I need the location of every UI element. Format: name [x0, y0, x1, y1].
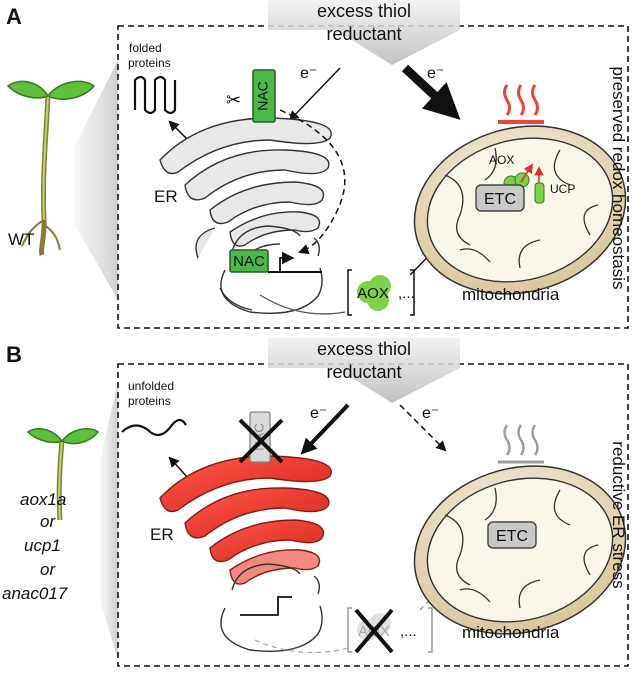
nac-top-label: NAC [255, 81, 271, 111]
er-label: ER [154, 187, 178, 206]
svg-text:aox1a: aox1a [20, 490, 66, 509]
etc-box-a [475, 184, 525, 212]
electron-right-label: e⁻ [427, 65, 444, 82]
electron-right-label-b: e⁻ [422, 405, 439, 422]
aox-label: AOX [357, 285, 389, 302]
nac-nuclear-box [229, 249, 269, 273]
electron-left-label-b: e⁻ [310, 405, 327, 422]
mito-label-b: mitochondria [462, 623, 560, 642]
etc-label-a: ETC [484, 191, 516, 208]
panel-b: B aox1a or ucp1 or anac017 excess thiol … [2, 338, 629, 667]
aox-connector [259, 294, 346, 315]
electron-left-label: e⁻ [300, 65, 317, 82]
gene-promoter-icon-b [240, 596, 292, 616]
panel-b-genotype: aox1a or ucp1 or anac017 [2, 490, 68, 603]
nac-bottom-label: NAC [233, 253, 265, 270]
wt-seedling-icon [6, 80, 96, 256]
aox-ellipsis-b: ,... [400, 623, 417, 640]
gene-promoter-icon [268, 258, 300, 273]
etc-box-b [487, 521, 537, 549]
er-grey [159, 117, 332, 259]
aox-small-label: AOX [489, 153, 514, 167]
nac-crossed-icon: NAC [238, 411, 284, 464]
folded-protein-icon [133, 75, 177, 115]
source-line-2-b: reductant [326, 362, 401, 382]
mito-label-a: mitochondria [462, 285, 560, 304]
mitochondrion-b [413, 465, 627, 635]
panel-a: A WT excess thiol reductant e⁻ e⁻ folded… [6, 0, 629, 329]
er-label-b: ER [150, 525, 174, 544]
panel-b-letter: B [6, 342, 22, 367]
aox-ellipsis: ,... [398, 285, 415, 302]
protein-label-2-b: proteins [128, 394, 171, 408]
electron-arrow-left-b [300, 403, 350, 455]
heat-icon [498, 84, 544, 124]
electron-arrow-right-b [399, 404, 447, 452]
outcome-a: preserved redox homeostasis [609, 66, 628, 289]
heat-icon-b [498, 424, 544, 464]
protein-label-2: proteins [128, 56, 171, 70]
aox-connector-b [254, 639, 349, 654]
scissors-icon: ✂ [226, 90, 241, 110]
svg-text:ucp1: ucp1 [24, 536, 61, 555]
aox-bracket-b: AOX ,... [347, 607, 433, 654]
reductant-arrow-b [268, 338, 460, 403]
zoom-wedge-b [100, 382, 118, 660]
ucp-label: UCP [550, 182, 575, 196]
svg-text:anac017: anac017 [2, 584, 68, 603]
mutant-seedling-icon [26, 428, 100, 521]
protein-arrow [168, 120, 189, 141]
nucleus-b [220, 563, 323, 652]
svg-text:or: or [40, 512, 56, 531]
svg-text:or: or [40, 560, 56, 579]
er-red [159, 455, 332, 585]
source-line-1-b: excess thiol [317, 339, 411, 359]
electron-arrow-left [288, 67, 341, 122]
reductant-arrow [268, 0, 460, 65]
aox-bracket: AOX ,... [347, 269, 415, 316]
nac-translocation-arrow [279, 109, 346, 255]
zoom-wedge [75, 60, 118, 300]
source-line-2: reductant [326, 24, 401, 44]
panel-a-genotype: WT [8, 230, 34, 249]
unfolded-protein-icon [121, 418, 187, 437]
electron-arrow-right [401, 64, 461, 120]
ucp-icon [534, 182, 545, 204]
outcome-b: reductive ER stress [609, 441, 628, 588]
nac-membrane-icon: NAC ✂ [226, 69, 276, 123]
protein-label-1-b: unfolded [128, 379, 174, 393]
source-line-1: excess thiol [317, 1, 411, 21]
etc-label-b: ETC [496, 528, 528, 545]
protein-label-1: folded [129, 41, 162, 55]
aox-heat-arrow [520, 163, 534, 183]
protein-arrow-b [168, 456, 189, 479]
panel-a-letter: A [6, 4, 22, 29]
